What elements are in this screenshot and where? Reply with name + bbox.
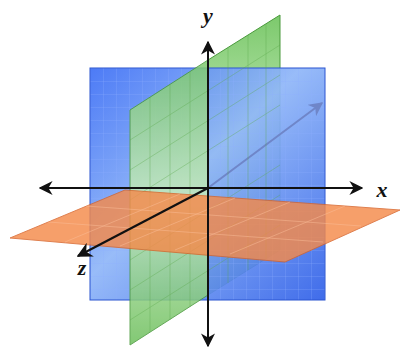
axis-label: y — [203, 5, 213, 27]
yz-plane-grid — [130, 24, 280, 332]
axis-label: x — [377, 179, 388, 201]
z-axis-front — [78, 188, 208, 256]
z-axis-back — [208, 103, 322, 188]
xz-plane-grid — [48, 194, 361, 254]
y-axis — [207, 42, 209, 346]
axis-label: z — [78, 257, 87, 279]
xz-plane — [10, 190, 400, 262]
x-axis — [40, 187, 362, 189]
